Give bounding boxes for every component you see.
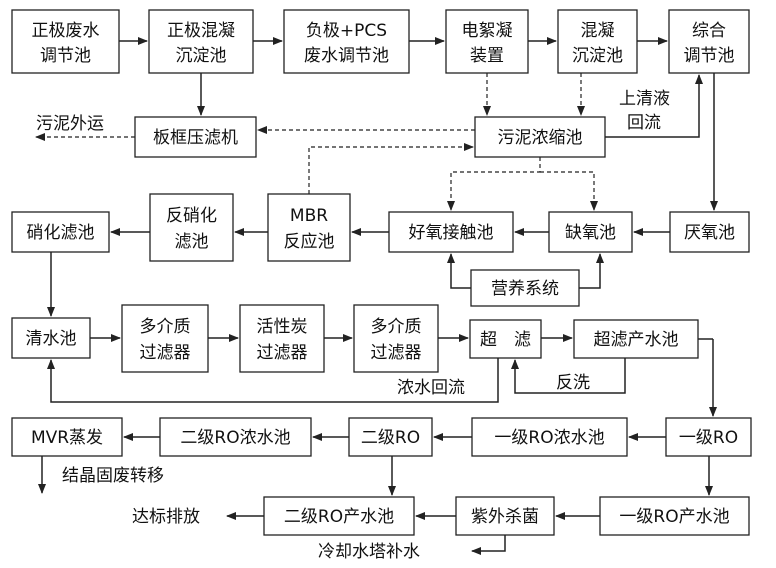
arrow-cooling-tower: [471, 535, 506, 555]
svg-text:污泥浓缩池: 污泥浓缩池: [498, 128, 583, 148]
svg-text:营养系统: 营养系统: [491, 279, 559, 299]
node-plate-frame-filter-press: 板框压滤机: [134, 116, 257, 158]
node-uf-product-tank: 超滤产水池: [573, 319, 699, 359]
node-positive-coagulation-settling-tank: 正极混凝 沉淀池: [148, 9, 254, 74]
node-mvr-evaporator: MVR蒸发: [11, 417, 123, 457]
svg-text:缺氧池: 缺氧池: [565, 223, 616, 243]
label-crystal-solid-waste: 结晶固废转移: [62, 466, 164, 486]
svg-text:负极+PCS: 负极+PCS: [306, 21, 387, 41]
node-electrocoagulation-unit: 电絮凝 装置: [445, 9, 529, 74]
svg-text:反应池: 反应池: [284, 232, 335, 252]
node-multimedia-filter-2: 多介质 过滤器: [353, 304, 439, 373]
label-sludge-out: 污泥外运: [36, 114, 104, 134]
svg-text:沉淀池: 沉淀池: [176, 46, 227, 66]
node-uv-sterilizer: 紫外杀菌: [455, 496, 555, 536]
arrow-concentrate-return: [47, 358, 499, 403]
svg-text:多介质: 多介质: [140, 317, 191, 337]
label-cooling-tower-makeup: 冷却水塔补水: [318, 542, 420, 562]
node-ro1-concentrate-tank: 一级RO浓水池: [471, 417, 628, 457]
node-integrated-equalization-tank: 综合 调节池: [668, 9, 750, 74]
node-negative-pcs-wastewater-tank: 负极+PCS 废水调节池: [283, 9, 410, 74]
svg-text:硝化滤池: 硝化滤池: [27, 223, 95, 243]
node-positive-wastewater-tank: 正极废水 调节池: [11, 9, 120, 74]
svg-text:活性炭: 活性炭: [257, 317, 308, 337]
svg-text:沉淀池: 沉淀池: [572, 46, 623, 66]
node-ro2-concentrate-tank: 二级RO浓水池: [159, 417, 312, 457]
svg-text:废水调节池: 废水调节池: [304, 46, 389, 66]
node-denitrification-filter: 反硝化 滤池: [149, 193, 234, 262]
svg-text:调节池: 调节池: [40, 46, 91, 66]
node-mbr-reactor: MBR 反应池: [267, 193, 351, 262]
svg-text:一级RO产水池: 一级RO产水池: [619, 507, 729, 527]
svg-text:一级RO浓水池: 一级RO浓水池: [494, 428, 604, 448]
node-coagulation-settling-tank: 混凝 沉淀池: [557, 9, 638, 74]
node-ultrafiltration: 超 滤: [469, 319, 542, 359]
node-ro2: 二级RO: [348, 417, 433, 457]
svg-text:过滤器: 过滤器: [257, 343, 308, 363]
svg-text:超 滤: 超 滤: [480, 330, 531, 350]
svg-text:MBR: MBR: [290, 206, 328, 226]
dashed-arrow: [540, 171, 598, 211]
svg-text:好氧接触池: 好氧接触池: [409, 223, 494, 243]
svg-text:正极混凝: 正极混凝: [167, 21, 235, 41]
svg-text:过滤器: 过滤器: [140, 343, 191, 363]
dashed-arrow-mbr-sludge: [308, 143, 474, 194]
svg-text:混凝: 混凝: [581, 21, 615, 41]
arrow: [579, 253, 604, 289]
label-return: 回流: [627, 113, 661, 133]
node-nitrification-filter: 硝化滤池: [11, 211, 110, 253]
node-anoxic-tank: 缺氧池: [548, 211, 633, 253]
svg-text:二级RO产水池: 二级RO产水池: [284, 507, 394, 527]
svg-text:厌氧池: 厌氧池: [684, 223, 735, 243]
svg-text:二级RO浓水池: 二级RO浓水池: [180, 428, 290, 448]
node-ro1-product-tank: 一级RO产水池: [599, 496, 750, 536]
node-activated-carbon-filter: 活性炭 过滤器: [239, 304, 325, 373]
svg-text:超滤产水池: 超滤产水池: [594, 330, 679, 350]
svg-text:清水池: 清水池: [26, 329, 77, 349]
label-discharge: 达标排放: [132, 507, 200, 527]
svg-text:正极废水: 正极废水: [32, 21, 100, 41]
dashed-arrow: [447, 157, 541, 211]
svg-text:调节池: 调节池: [684, 46, 735, 66]
node-anaerobic-tank: 厌氧池: [669, 211, 750, 253]
label-supernatant: 上清液: [619, 89, 670, 109]
svg-text:一级RO: 一级RO: [679, 428, 738, 448]
arrow-backwash: [511, 358, 626, 394]
svg-text:电絮凝: 电絮凝: [462, 21, 513, 41]
label-concentrate-return: 浓水回流: [397, 378, 465, 398]
svg-text:多介质: 多介质: [371, 317, 422, 337]
arrow-supernatant-return: [605, 74, 703, 138]
node-clear-water-tank: 清水池: [11, 317, 91, 359]
label-backwash: 反洗: [556, 373, 590, 393]
node-multimedia-filter-1: 多介质 过滤器: [121, 304, 209, 373]
svg-text:MVR蒸发: MVR蒸发: [31, 428, 103, 448]
svg-text:紫外杀菌: 紫外杀菌: [471, 507, 539, 527]
svg-text:过滤器: 过滤器: [371, 343, 422, 363]
arrow: [447, 253, 471, 289]
svg-text:滤池: 滤池: [175, 232, 209, 252]
node-nutrient-system: 营养系统: [470, 269, 580, 307]
node-ro2-product-tank: 二级RO产水池: [263, 496, 415, 536]
svg-text:二级RO: 二级RO: [361, 428, 420, 448]
svg-text:板框压滤机: 板框压滤机: [153, 128, 238, 148]
svg-text:反硝化: 反硝化: [166, 206, 217, 226]
svg-text:综合: 综合: [692, 21, 726, 41]
node-ro1: 一级RO: [665, 417, 752, 457]
node-sludge-thickening-tank: 污泥浓缩池: [474, 116, 606, 158]
svg-text:装置: 装置: [470, 46, 504, 66]
node-aerobic-contact-tank: 好氧接触池: [388, 211, 514, 253]
